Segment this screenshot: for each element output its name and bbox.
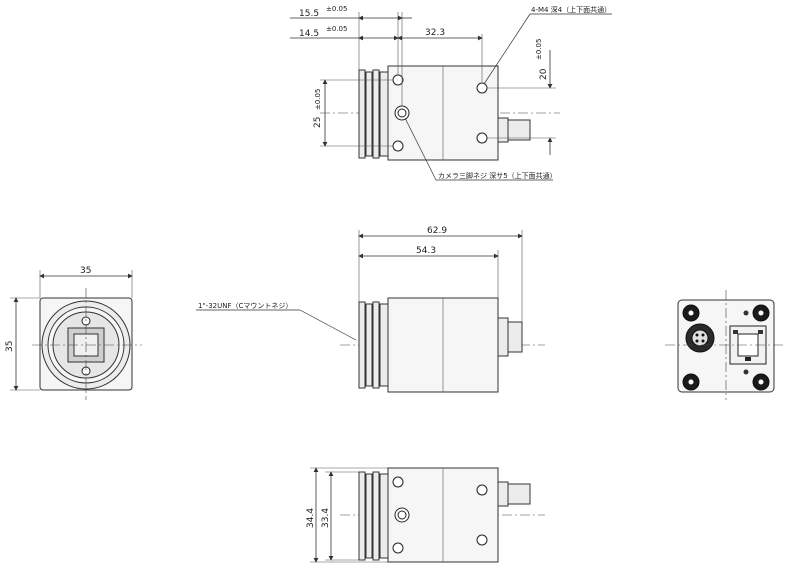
side-ring-2 (365, 303, 373, 387)
tol-25: ±0.05 (314, 89, 322, 110)
bottom-connector (507, 483, 531, 505)
bottom-connector-base (497, 481, 509, 507)
side-ring-4 (379, 303, 389, 387)
note-tripod: カメラ三脚ネジ 深サ5（上下面共通） (438, 171, 557, 180)
bottom-ring-3 (372, 471, 380, 561)
side-ring-1 (358, 301, 366, 389)
dim-54-3: 54.3 (416, 246, 436, 256)
dim-front-height: 35 (5, 341, 15, 352)
note-mount-thread: 1"-32UNF（Cマウントネジ） (198, 302, 292, 310)
m4-hole (476, 484, 488, 496)
m4-hole (476, 132, 488, 144)
mount-ring-2 (365, 71, 373, 157)
top-view: 15.5 ±0.05 14.5 ±0.05 32.3 20 ±0.05 25 ±… (290, 5, 612, 181)
dim-34-4: 34.4 (306, 508, 316, 528)
note-m4: 4-M4 深4（上下面共通） (531, 5, 611, 14)
side-connector (507, 321, 523, 353)
bottom-ring-1 (358, 471, 366, 561)
mount-ring-4 (379, 71, 389, 157)
dim-15-5: 15.5 (299, 9, 319, 19)
m4-hole (392, 140, 404, 152)
tol-20: ±0.05 (535, 39, 543, 60)
bottom-ring-4 (379, 473, 389, 559)
bottom-view: 34.4 33.4 (306, 467, 545, 563)
m4-hole (392, 542, 404, 554)
m4-hole (476, 82, 488, 94)
dim-25: 25 (313, 117, 323, 128)
connector-base (497, 117, 509, 143)
tripod-hole-inner (397, 108, 407, 118)
mount-ring-3 (372, 69, 380, 159)
dim-32-3: 32.3 (425, 28, 445, 38)
dim-33-4: 33.4 (321, 508, 331, 528)
dim-20: 20 (539, 68, 549, 80)
rear-view (665, 290, 785, 400)
dim-14-5: 14.5 (299, 29, 319, 39)
bottom-ring-2 (365, 473, 373, 559)
tol-14-5: ±0.05 (326, 25, 347, 33)
dim-62-9: 62.9 (427, 226, 447, 236)
side-ring-3 (372, 301, 380, 389)
m4-hole (476, 534, 488, 546)
dim-front-width: 35 (80, 266, 91, 276)
side-connector-base (497, 317, 509, 357)
m4-hole (392, 74, 404, 86)
front-view: 35 35 (5, 266, 142, 400)
side-view: 62.9 54.3 1"-32UNF（Cマウントネジ） (196, 226, 545, 393)
m4-hole (392, 476, 404, 488)
tol-15-5: ±0.05 (326, 5, 347, 13)
mount-ring-1 (358, 69, 366, 159)
connector-body (507, 119, 531, 141)
